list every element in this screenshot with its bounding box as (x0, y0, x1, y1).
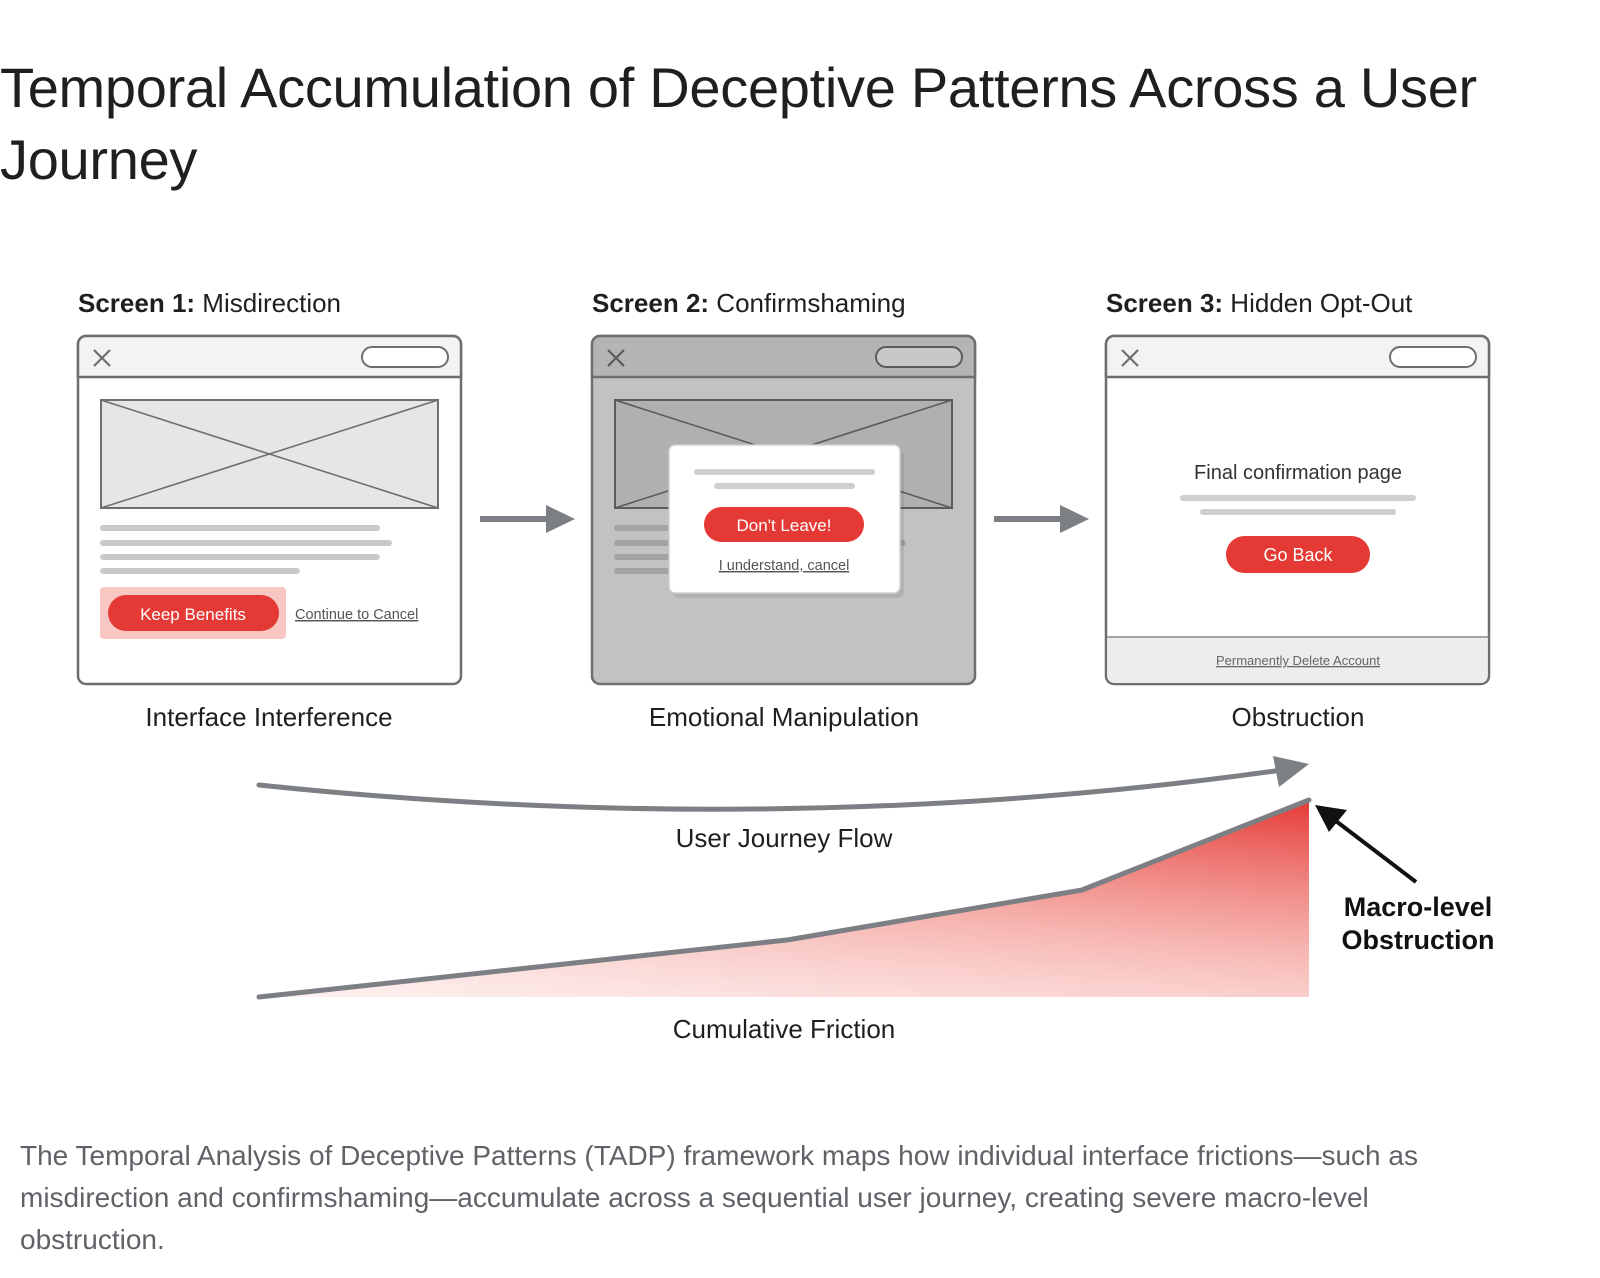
close-icon[interactable] (1121, 349, 1139, 367)
confirmshaming-modal: Don't Leave! I understand, cancel (668, 444, 904, 598)
screen-2-titlebar (590, 334, 977, 379)
permanently-delete-account-link[interactable]: Permanently Delete Account (1216, 653, 1380, 668)
screen-3: Screen 3: Hidden Opt-Out Final confirmat… (1104, 288, 1491, 732)
user-journey-flow-label: User Journey Flow (676, 823, 893, 853)
callout-line-1: Macro-level (1344, 892, 1493, 922)
screen-1: Screen 1: Misdirection Keep Benefits Con… (76, 288, 463, 732)
keep-benefits-label: Keep Benefits (140, 605, 246, 624)
screen-1-text-lines (100, 525, 392, 574)
dont-leave-label: Don't Leave! (737, 516, 832, 535)
keep-benefits-button[interactable] (108, 595, 279, 631)
figure-caption: The Temporal Analysis of Deceptive Patte… (20, 1140, 1418, 1255)
user-journey-flow: User Journey Flow (256, 756, 1309, 853)
screen-3-footer (1107, 637, 1488, 683)
arrow-right-icon (480, 505, 575, 533)
close-icon[interactable] (93, 349, 111, 367)
page-title: Temporal Accumulation of Deceptive Patte… (0, 56, 1477, 191)
deceptive-patterns-diagram: Screen 1: Misdirection Keep Benefits Con… (0, 240, 1600, 1090)
close-icon[interactable] (607, 349, 625, 367)
screen-3-titlebar (1104, 334, 1491, 379)
cumulative-friction-label: Cumulative Friction (673, 1014, 896, 1044)
screen-2-heading: Screen 2: Confirmshaming (592, 288, 906, 318)
screen-2-address-pill (875, 346, 963, 368)
screen-1-address-pill (361, 346, 449, 368)
callout-line-2: Obstruction (1342, 925, 1495, 955)
arrow-right-icon (994, 505, 1089, 533)
final-confirmation-text: Final confirmation page (1194, 462, 1402, 484)
screen-3-address-pill (1389, 346, 1477, 368)
cumulative-friction-area: Cumulative Friction (256, 797, 1312, 1044)
flow-arrowhead-icon (1273, 756, 1309, 787)
dont-leave-button[interactable] (704, 507, 864, 542)
continue-to-cancel-link[interactable]: Continue to Cancel (295, 607, 418, 623)
go-back-label: Go Back (1263, 545, 1333, 565)
screen-1-heading: Screen 1: Misdirection (78, 288, 341, 318)
go-back-button[interactable] (1226, 536, 1370, 573)
screen-2: Screen 2: Confirmshaming Don't Leave! (590, 288, 977, 732)
screen-3-category: Obstruction (1232, 702, 1365, 732)
screen-2-category: Emotional Manipulation (649, 702, 919, 732)
macro-level-callout: Macro-level Obstruction (1315, 805, 1495, 955)
screen-3-heading: Screen 3: Hidden Opt-Out (1106, 288, 1413, 318)
i-understand-cancel-link[interactable]: I understand, cancel (719, 558, 850, 574)
image-placeholder-icon (100, 399, 439, 509)
callout-arrow-icon (1315, 805, 1347, 832)
screen-1-titlebar (76, 334, 463, 379)
screen-1-category: Interface Interference (145, 702, 392, 732)
